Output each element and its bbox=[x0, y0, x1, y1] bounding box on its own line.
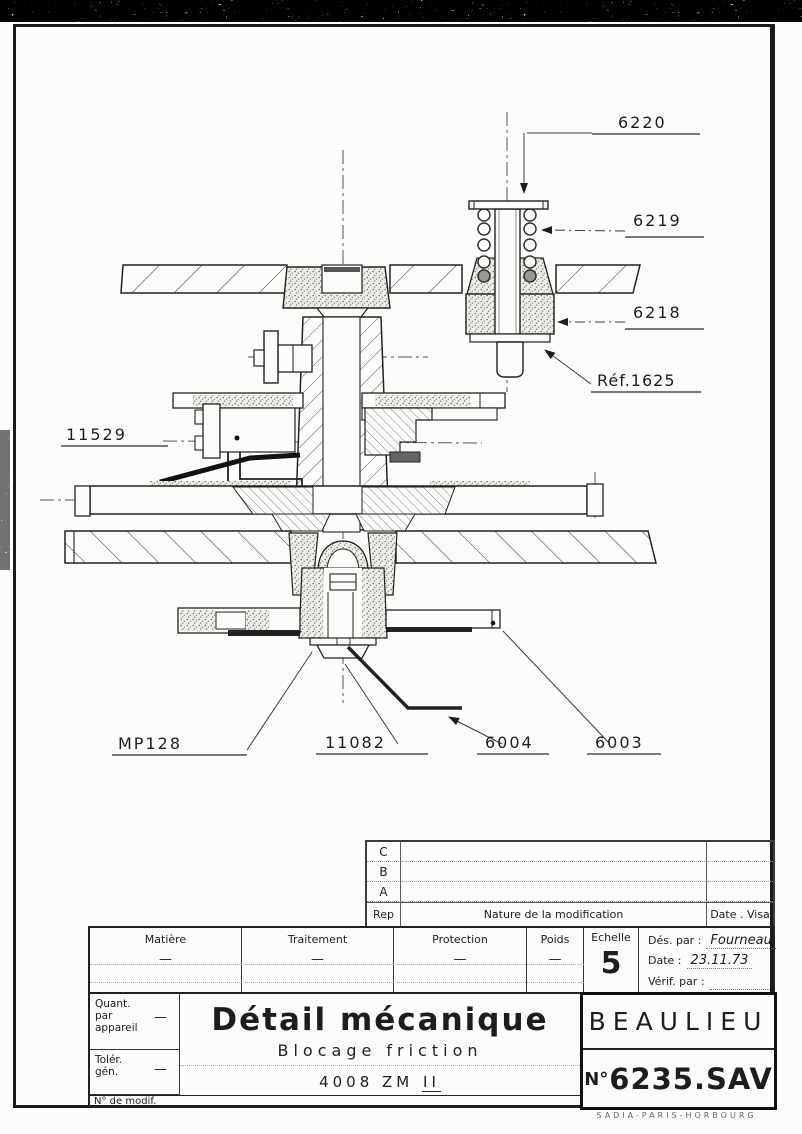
poids-cell: Poids — bbox=[527, 928, 584, 994]
scan-noise-edge bbox=[0, 430, 10, 570]
toler-line: Tolér. bbox=[95, 1054, 123, 1066]
upper-hub-assembly bbox=[172, 392, 506, 488]
part-label-6003: 6003 bbox=[595, 733, 644, 752]
echelle-value: 5 bbox=[600, 946, 622, 981]
des-par-value: Fourneau bbox=[706, 933, 776, 949]
lower-plate-assembly bbox=[177, 607, 501, 636]
faint-line bbox=[90, 964, 584, 965]
printer-footer: SADIA-PARIS-HORBOURG bbox=[596, 1111, 757, 1120]
echelle-label: Echelle bbox=[591, 931, 631, 944]
revision-table: C B A Rep Nature de la modification Date… bbox=[365, 840, 775, 928]
protection-label: Protection bbox=[432, 933, 488, 946]
part-label-ref1625: Réf.1625 bbox=[597, 371, 676, 390]
toler-value: — bbox=[154, 1062, 167, 1077]
quant-cell: Quant. par appareil — bbox=[90, 994, 180, 1050]
des-par-label: Dés. par : bbox=[648, 934, 702, 947]
friction-cone bbox=[288, 532, 398, 639]
drawing-number-value: 6235.SAV bbox=[609, 1062, 773, 1096]
matiere-value: — bbox=[159, 952, 172, 967]
traitement-cell: Traitement — bbox=[242, 928, 394, 994]
revision-cell bbox=[707, 842, 773, 862]
spring-coils bbox=[477, 208, 537, 283]
date-label: Date : bbox=[648, 954, 682, 967]
echelle-cell: Echelle 5 bbox=[584, 928, 639, 994]
designer-cell: Dés. par : Fourneau Date : 23.11.73 Véri… bbox=[639, 928, 776, 994]
part-label-6004: 6004 bbox=[485, 733, 534, 752]
leaf-spring bbox=[159, 452, 301, 485]
traitement-value: — bbox=[311, 952, 324, 967]
title-area: Détail mécanique Blocage friction 4008 Z… bbox=[180, 994, 580, 1095]
model-number: 4008 ZM II bbox=[180, 1073, 580, 1092]
faint-line bbox=[90, 982, 584, 983]
quant-line: par bbox=[95, 1010, 113, 1022]
matiere-label: Matière bbox=[144, 933, 187, 946]
part-label-mp128: MP128 bbox=[118, 734, 182, 753]
num-modif-label: N° de modif. bbox=[94, 1096, 157, 1107]
spring-bolt-assembly bbox=[465, 200, 555, 378]
divider bbox=[90, 992, 773, 994]
part-label-11082: 11082 bbox=[325, 733, 386, 752]
part-label-6218: 6218 bbox=[633, 303, 682, 322]
adjust-screw bbox=[253, 330, 313, 384]
toler-cell: Tolér. gén. — bbox=[90, 1050, 180, 1095]
quant-value: — bbox=[154, 1010, 167, 1025]
revision-cell bbox=[401, 842, 707, 862]
poids-label: Poids bbox=[540, 933, 570, 946]
toler-line: gén. bbox=[95, 1066, 119, 1078]
num-modif-cell: N° de modif. bbox=[90, 1095, 580, 1110]
revision-header-rep: Rep bbox=[367, 902, 401, 926]
revision-cell bbox=[401, 882, 707, 902]
leader-lines bbox=[246, 132, 626, 751]
upper-chassis-rail bbox=[120, 264, 641, 294]
drawing-title: Détail mécanique bbox=[211, 1002, 549, 1038]
quant-line: appareil bbox=[95, 1022, 138, 1034]
matiere-cell: Matière — bbox=[90, 928, 242, 994]
part-label-11529: 11529 bbox=[66, 425, 127, 444]
poids-value: — bbox=[548, 952, 562, 967]
revision-row-a: A bbox=[367, 882, 401, 902]
quant-line: Quant. bbox=[95, 998, 131, 1010]
lock-nut bbox=[309, 637, 377, 659]
revision-header-date-visa: Date . Visa bbox=[707, 902, 773, 926]
part-label-6219: 6219 bbox=[633, 211, 682, 230]
protection-cell: Protection — bbox=[394, 928, 527, 994]
clamp-block bbox=[282, 264, 391, 318]
date-value: 23.11.73 bbox=[686, 953, 753, 969]
revision-cell bbox=[401, 862, 707, 882]
part-labels: 6220 6219 6218 Réf.1625 11529 MP128 1108… bbox=[61, 113, 704, 756]
model-prefix: 4008 ZM bbox=[319, 1073, 414, 1091]
revision-row-c: C bbox=[367, 842, 401, 862]
drawing-subtitle: Blocage friction bbox=[277, 1041, 483, 1060]
model-suffix: II bbox=[422, 1073, 441, 1092]
revision-cell bbox=[707, 862, 773, 882]
protection-value: — bbox=[453, 952, 467, 967]
revision-row-b: B bbox=[367, 862, 401, 882]
revision-cell bbox=[707, 882, 773, 902]
spring-wire bbox=[346, 645, 462, 710]
title-block: Matière — Traitement — Protection — Poid… bbox=[88, 926, 777, 1110]
lower-chassis-rail bbox=[64, 530, 657, 564]
verif-par-label: Vérif. par : bbox=[648, 975, 705, 988]
drawing-number: N° 6235.SAV bbox=[583, 1050, 774, 1108]
company-block: BEAULIEU N° 6235.SAV bbox=[580, 992, 777, 1110]
company-name: BEAULIEU bbox=[583, 995, 774, 1050]
part-label-6220: 6220 bbox=[618, 113, 667, 132]
scan-noise-band bbox=[0, 0, 802, 22]
traitement-label: Traitement bbox=[287, 933, 348, 946]
drawing-number-prefix: N° bbox=[584, 1068, 609, 1090]
revision-header-nature: Nature de la modification bbox=[401, 902, 707, 926]
friction-disc bbox=[74, 481, 604, 532]
